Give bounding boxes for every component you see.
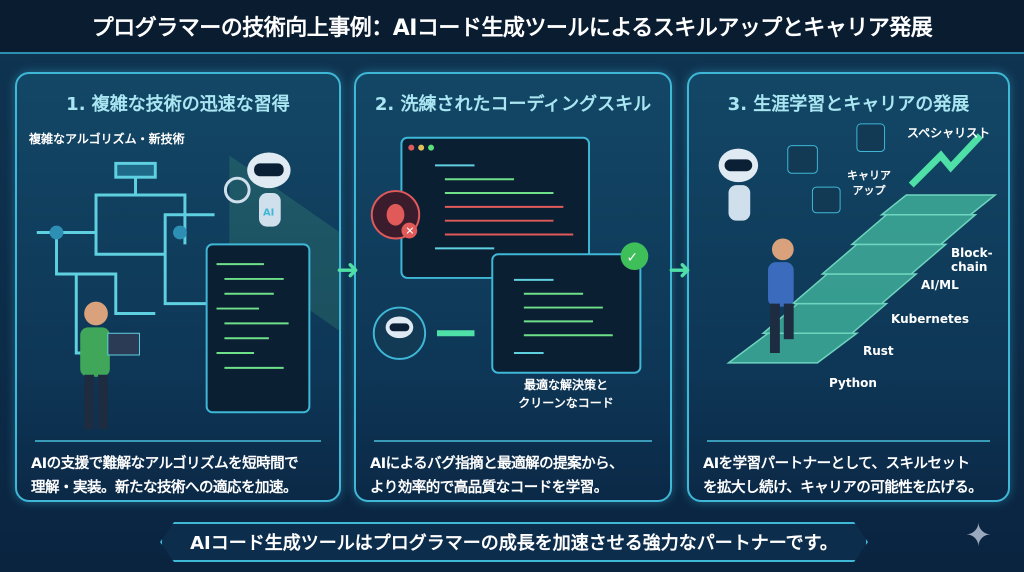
panel-coding-skills: 2. 洗練されたコーディングスキル ✕ ✓ 最適な解決策と クリーンなコード A… [354,72,672,502]
step-ai-ml: AI/ML [921,278,959,292]
sparkle-icon: ✦ [965,516,992,554]
node-icon [173,225,187,240]
result-label: 最適な解決策と クリーンなコード [506,376,626,412]
step-kubernetes: Kubernetes [891,312,969,326]
panel-title: 3. 生涯学習とキャリアの発展 [727,94,970,115]
python-icon [787,145,818,174]
page-title: プログラマーの技術向上事例：AIコード生成ツールによるスキルアップとキャリア発展 [91,16,933,41]
panel-career-growth: 3. 生涯学習とキャリアの発展 スペシャリスト キャリア アップ Python … [687,72,1010,502]
atom-icon [811,186,841,214]
description-line: より効率的で高品質なコードを学習。 [370,480,608,496]
arrow-right-icon: ➜ [336,253,360,286]
algorithm-caption: 複雑なアルゴリズム・新技術 [29,132,185,146]
arrow-right-icon: ➜ [668,253,692,286]
robot-icon: AI [247,152,291,227]
code-review-illustration: ✕ ✓ [370,136,649,374]
error-icon: ✕ [405,225,414,238]
career-label-line: キャリア [847,169,891,182]
magnifier-icon [223,176,251,204]
climber-figure [768,238,794,354]
description-line: AIの支援で難解なアルゴリズムを短時間で [31,456,299,472]
clean-code-window: ✓ [491,242,649,374]
footer-banner: AIコード生成ツールはプログラマーの成長を加速させる強力なパートナーです。 [160,522,868,562]
robot-label: AI [263,208,274,219]
career-up-label: キャリア アップ [847,168,891,198]
staircase [726,194,998,364]
panel-description: AIを学習パートナーとして、スキルセット を拡大し続け、キャリアの可能性を広げる… [703,452,998,500]
light-beam [229,155,339,331]
code-window [205,243,311,414]
robot-icon [718,148,759,221]
description-line: 理解・実装。新たな技術への適応を加速。 [31,480,298,496]
buggy-code-window [400,136,591,279]
step-python: Python [829,376,877,390]
programmer-figure [80,301,140,430]
title-bar: プログラマーの技術向上事例：AIコード生成ツールによるスキルアップとキャリア発展 [0,0,1024,54]
bug-icon: ✕ [370,190,421,240]
career-label-line: アップ [852,184,886,197]
divider [374,440,652,442]
result-label-line: 最適な解決策と [523,378,608,392]
step-blockchain: Block-chain [951,246,993,274]
panel-rapid-learning: 1. 複雑な技術の迅速な習得 複雑なアルゴリズム・新技術 AI [15,72,341,502]
divider [707,440,990,442]
staircase-illustration [718,123,998,364]
check-icon: ✓ [627,250,639,266]
panel-title: 1. 複雑な技術の迅速な習得 [66,94,290,115]
robot-icon [372,306,427,360]
panel-title: 2. 洗練されたコーディングスキル [374,94,652,115]
panel-description: AIの支援で難解なアルゴリズムを短時間で 理解・実装。新たな技術への適応を加速。 [31,452,329,500]
panel-description: AIによるバグ指摘と最適解の提案から、 より効率的で高品質なコードを学習。 [370,452,660,500]
node-icon [49,225,64,240]
description-line: AIを学習パートナーとして、スキルセット [703,456,970,472]
growth-arrow-icon [908,133,983,188]
chart-icon [856,123,886,153]
maze-icon [36,161,215,355]
description-line: AIによるバグ指摘と最適解の提案から、 [370,456,624,472]
step-rust: Rust [863,344,894,358]
divider [35,440,321,442]
description-line: を拡大し続け、キャリアの可能性を広げる。 [703,480,983,496]
algorithm-illustration: AI [36,152,339,430]
specialist-label: スペシャリスト [907,126,991,140]
result-label-line: クリーンなコード [518,396,614,410]
